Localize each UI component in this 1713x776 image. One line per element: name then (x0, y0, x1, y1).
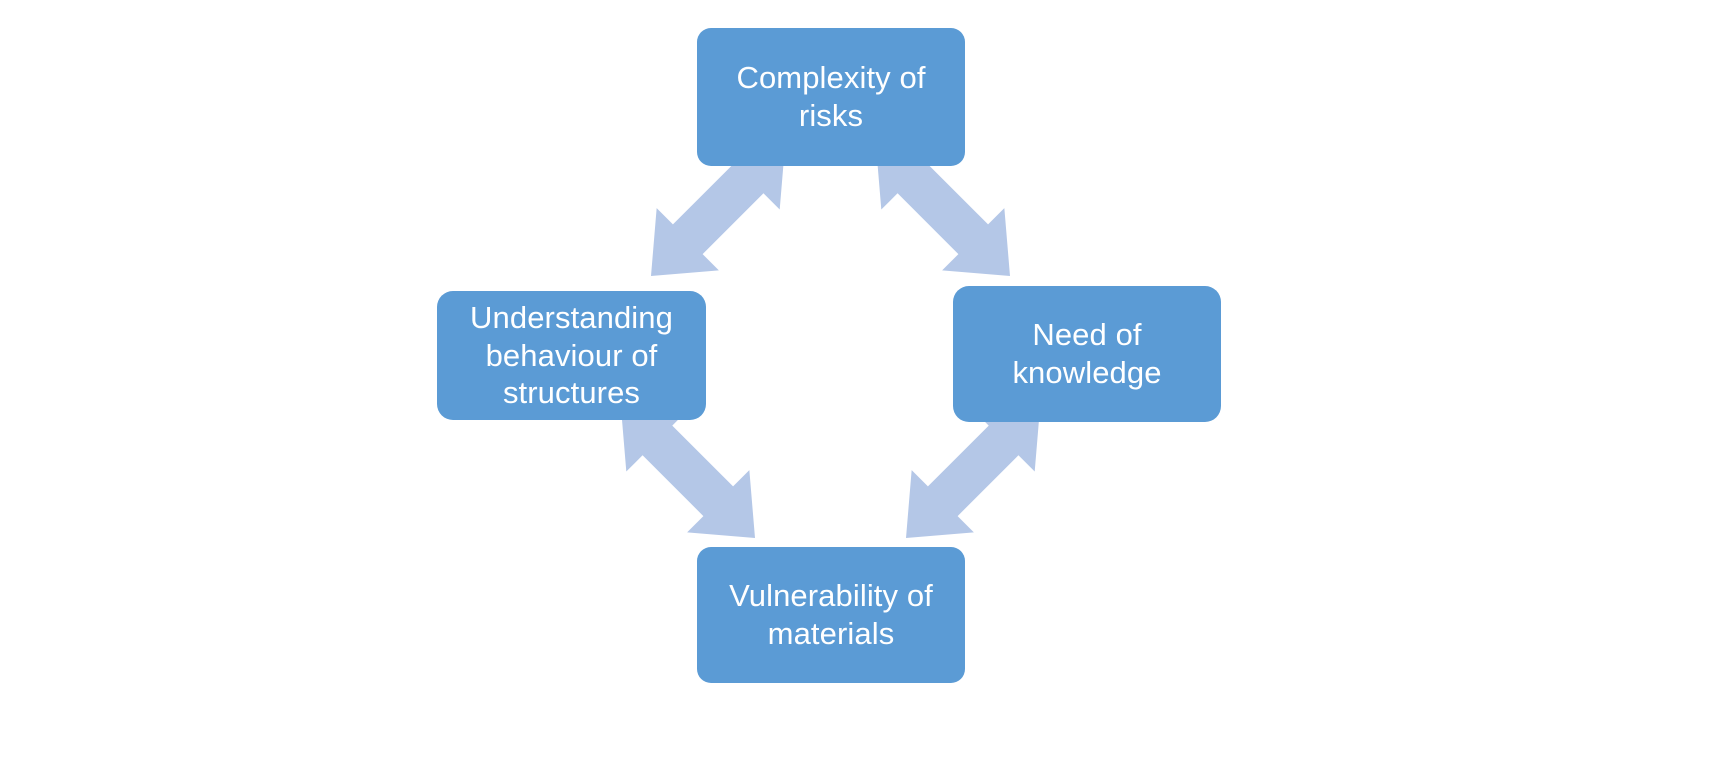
node-label: Complexity of risks (736, 60, 926, 133)
node-need-of-knowledge[interactable]: Need of knowledge (953, 286, 1221, 422)
node-label: Vulnerability of materials (729, 578, 933, 651)
node-complexity-of-risks[interactable]: Complexity of risks (697, 28, 965, 166)
node-vulnerability-of-materials[interactable]: Vulnerability of materials (697, 547, 965, 683)
node-label: Understanding behaviour of structures (470, 299, 673, 411)
node-label: Need of knowledge (1012, 317, 1162, 390)
node-understanding-behaviour-of-structures[interactable]: Understanding behaviour of structures (437, 291, 706, 420)
